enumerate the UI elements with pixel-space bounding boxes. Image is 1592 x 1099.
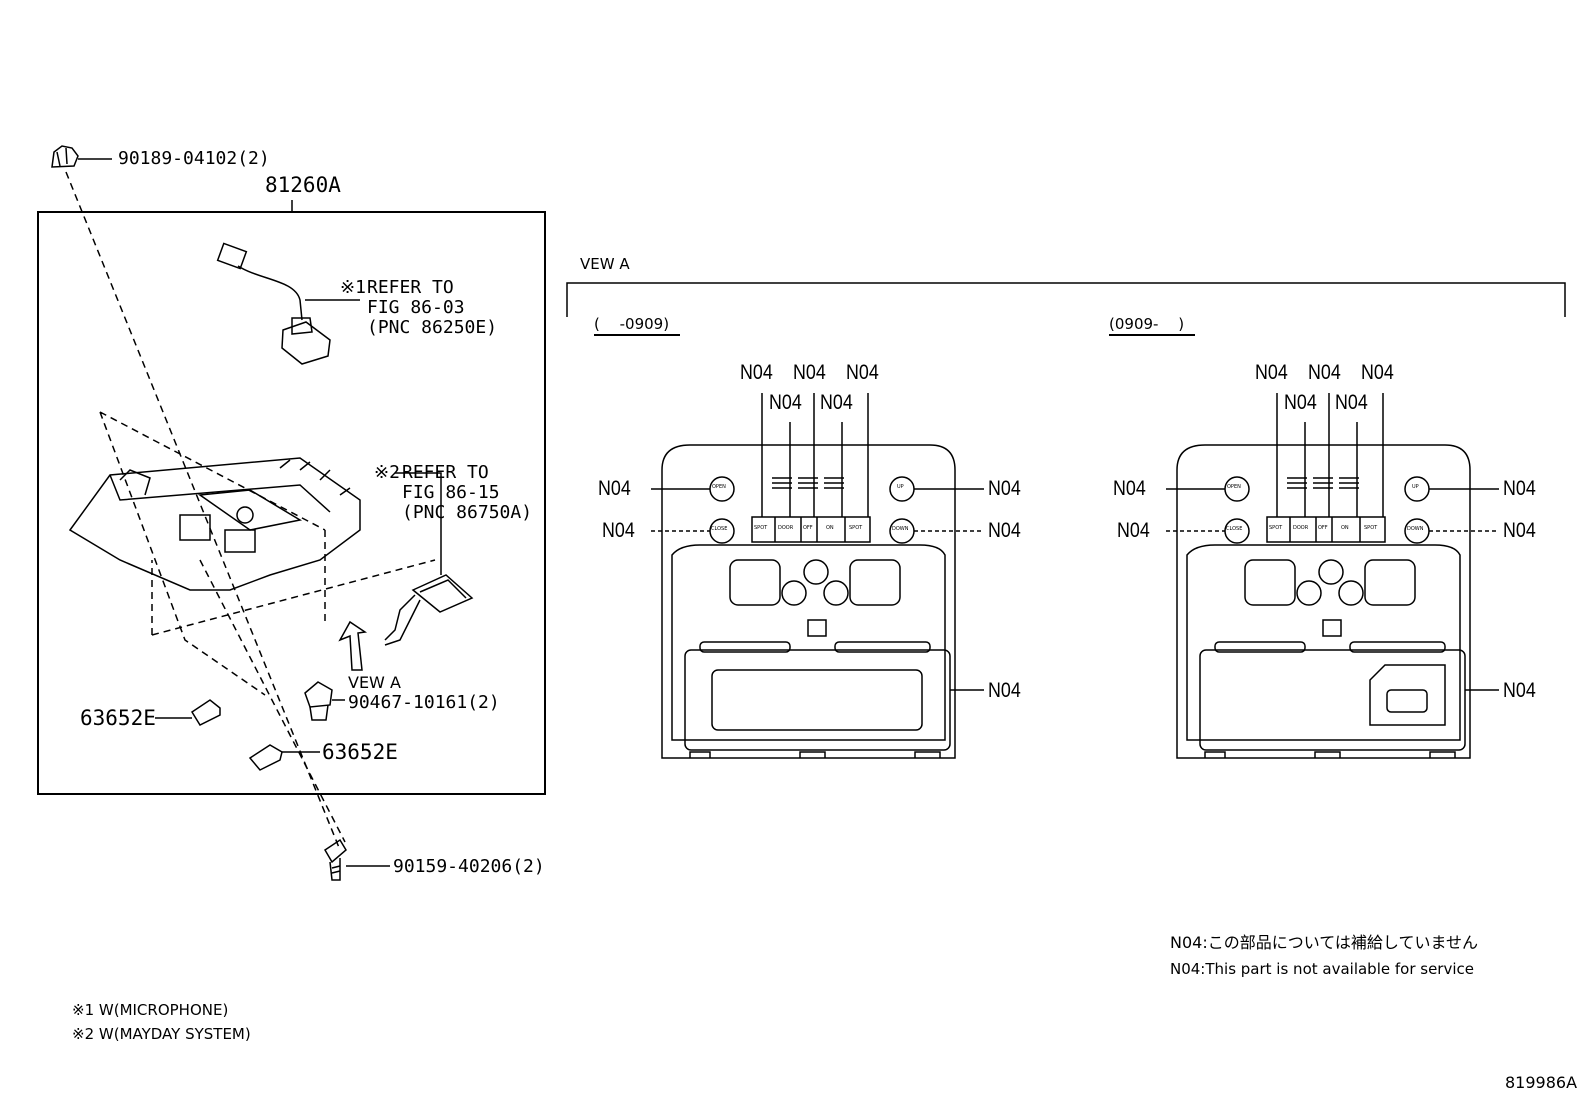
panel-a-button-open: OPEN [712, 484, 726, 490]
panel-a-callout: N04 [598, 477, 631, 500]
footnote-1: ※1 W(MICROPHONE) [72, 1001, 229, 1019]
panel-b-button-door: DOOR [1293, 525, 1309, 531]
panel-a-callout: N04 [793, 361, 826, 384]
panel-b-button-spot: SPOT [1364, 525, 1378, 531]
panel-b-button-down: DOWN [1407, 526, 1424, 532]
refer2-line2: FIG 86-15 [402, 482, 500, 503]
panel-b-button-up: UP [1412, 484, 1419, 490]
part-63652e-right-label: 63652E [322, 740, 398, 764]
refer1-mark: ※1 [340, 277, 366, 298]
footnote-2: ※2 W(MAYDAY SYSTEM) [72, 1025, 251, 1043]
refer1-line3: (PNC 86250E) [367, 317, 498, 338]
overhead-console-bracket-icon [68, 457, 361, 591]
clip-top-icon [51, 145, 79, 168]
clip-mid-icon [304, 681, 333, 721]
panel-a-button-on: ON [826, 525, 834, 531]
panel-b-button-spot: SPOT [1269, 525, 1283, 531]
clip-mid-label: 90467-10161(2) [348, 692, 500, 713]
console-panel-a-icon [661, 444, 956, 759]
panel-a-button-spot: SPOT [754, 525, 768, 531]
panel-b-range: (0909- ) [1109, 317, 1195, 336]
panel-a-callout: N04 [988, 477, 1021, 500]
panel-a-callout: N04 [740, 361, 773, 384]
panel-b-callout: N04 [1503, 477, 1536, 500]
assembly-part-number: 81260A [265, 173, 341, 197]
panel-a-button-up: UP [897, 484, 904, 490]
panel-b-callout: N04 [1503, 519, 1536, 542]
panel-b-callout: N04 [1255, 361, 1288, 384]
panel-a-range: ( -0909) [594, 317, 680, 336]
panel-b-button-on: ON [1341, 525, 1349, 531]
refer1-line2: FIG 86-03 [367, 297, 465, 318]
panel-b-callout: N04 [1284, 391, 1317, 414]
panel-b-button-off: OFF [1318, 525, 1328, 531]
panel-a-callout: N04 [602, 519, 635, 542]
panel-b-button-close: CLOSE [1226, 526, 1243, 532]
panel-a-callout: N04 [988, 679, 1021, 702]
microphone-wire-icon [216, 242, 331, 365]
panel-b-callout: N04 [1308, 361, 1341, 384]
panel-a-button-off: OFF [803, 525, 813, 531]
panel-b-callout: N04 [1113, 477, 1146, 500]
refer2-line1: REFER TO [402, 462, 489, 483]
view-a-arrow-label: VEW A [348, 673, 401, 692]
panel-b-callout: N04 [1361, 361, 1394, 384]
screw-icon [323, 838, 347, 881]
view-a-bracket [566, 282, 1566, 317]
screw-label: 90159-40206(2) [393, 856, 545, 877]
panel-b-callout: N04 [1117, 519, 1150, 542]
mayday-module-icon [384, 574, 474, 646]
panel-a-button-door: DOOR [778, 525, 794, 531]
part-63652e-left-label: 63652E [80, 706, 156, 730]
clip-top-label: 90189-04102(2) [118, 148, 270, 169]
panel-a-button-close: CLOSE [711, 526, 728, 532]
panel-a-callout: N04 [846, 361, 879, 384]
clip-63652e-right-icon [248, 744, 283, 771]
panel-a-button-down: DOWN [892, 526, 909, 532]
diagram-id: 819986A [1505, 1073, 1578, 1092]
clip-63652e-left-icon [190, 699, 221, 726]
panel-a-callout: N04 [820, 391, 853, 414]
note-en: N04:This part is not available for servi… [1170, 960, 1474, 978]
refer2-mark: ※2 [374, 462, 400, 483]
view-a-title: VEW A [580, 255, 630, 273]
note-jp: N04:この部品については補給していません [1170, 933, 1478, 952]
panel-b-callout: N04 [1335, 391, 1368, 414]
panel-b-button-open: OPEN [1227, 484, 1241, 490]
console-panel-b-icon [1176, 444, 1471, 759]
refer2-line3: (PNC 86750A) [402, 502, 533, 523]
panel-a-callout: N04 [988, 519, 1021, 542]
panel-b-callout: N04 [1503, 679, 1536, 702]
panel-a-button-spot: SPOT [849, 525, 863, 531]
refer1-line1: REFER TO [367, 277, 454, 298]
view-a-arrow-icon [338, 620, 368, 671]
panel-a-callout: N04 [769, 391, 802, 414]
